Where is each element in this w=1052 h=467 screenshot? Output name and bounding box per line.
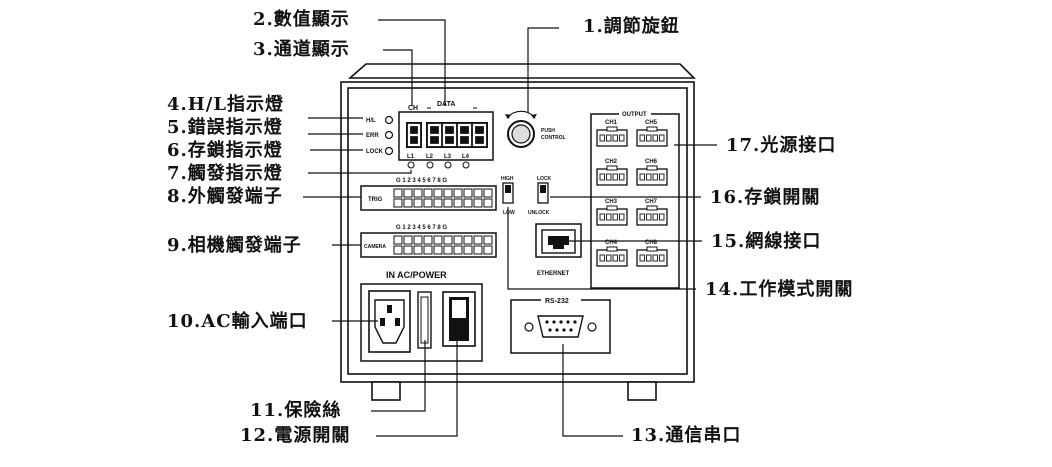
callout-light-output: 17.光源接口 [726,135,837,156]
rs232-port[interactable] [524,315,597,338]
trig-label: TRIG [368,197,383,203]
callout-camera-trigger: 9.相機觸發端子 [167,235,302,256]
callout-power-switch: 12.電源開關 [240,425,351,446]
output-channel-label: CH2 [605,159,618,165]
output-connector[interactable] [596,205,628,226]
ch-label: CH [408,105,418,112]
output-channel-label: CH8 [645,240,658,246]
callout-channel-display: 3.通道顯示 [253,39,350,60]
output-connector[interactable] [596,126,628,147]
hl-led [384,115,394,125]
high-label: HIGH [501,176,514,182]
callout-ethernet: 15.網線接口 [711,231,822,252]
led-l1-label: L1 [407,154,415,160]
trigger-leds: L1 L2 L3 L4 [407,154,470,169]
camera-pin-numbers: G 1 2 3 4 5 6 7 8 G [396,225,447,231]
lock-switch-label: LOCK [537,176,552,182]
callout-fuse: 11.保險絲 [250,400,342,421]
callout-knob: 1.調節旋鈕 [583,16,680,37]
output-label: OUTPUT [622,112,647,118]
output-channel-label: CH7 [645,199,658,205]
callout-trigger-led: 7.觸發指示燈 [167,163,283,184]
data-label: DATA [437,101,455,108]
led-l2-label: L2 [426,154,434,160]
led-l3 [444,161,452,169]
output-channel-label: CH4 [605,240,618,246]
ac-power-label: IN AC/POWER [386,270,447,280]
rs232-group: RS-232 [510,296,611,354]
led-l4-label: L4 [462,154,470,160]
output-channel-label: CH5 [645,120,658,126]
output-channel-label: CH3 [605,199,618,205]
lock-led-label: LOCK [366,149,384,155]
low-label: LOW [503,210,515,216]
trig-terminal: G 1 2 3 4 5 6 7 8 G TRIG [360,178,497,211]
led-l4 [462,161,470,169]
callout-value-display: 2.數值顯示 [253,9,350,30]
lock-switch[interactable]: LOCK UNLOCK [528,176,552,216]
status-leds: H/L ERR LOCK [366,115,394,156]
err-led [384,130,394,140]
callout-ext-trigger: 8.外觸發端子 [167,186,283,207]
output-channel-label: CH1 [605,120,618,126]
callout-lock-switch: 16.存鎖開關 [710,187,821,208]
rs232-label: RS-232 [545,298,569,305]
output-connector[interactable] [636,126,668,147]
camera-terminal: G 1 2 3 4 5 6 7 8 G CAMERA [360,225,497,258]
mode-switch[interactable]: HIGH LOW [501,176,515,216]
callout-err-led: 5.錯誤指示燈 [167,117,283,138]
push-label: PUSH [541,128,555,134]
led-l1 [407,161,415,169]
hl-led-label: H/L [366,118,376,124]
callout-lock-led: 6.存鎖指示燈 [167,140,283,161]
display-module: CH DATA L1 L2 L3 L4 [398,101,494,169]
camera-label: CAMERA [364,244,386,250]
leader-lines [303,19,717,437]
led-l3-label: L3 [444,154,452,160]
callout-mode-switch: 14.工作模式開關 [705,279,854,300]
led-l2 [426,161,434,169]
callout-hl-led: 4.H/L指示燈 [167,94,285,115]
output-connector[interactable] [636,246,668,267]
output-connector[interactable] [636,205,668,226]
unlock-label: UNLOCK [528,210,550,216]
err-led-label: ERR [366,133,379,139]
fuse-holder[interactable] [417,291,432,349]
callout-ac-input: 10.AC輸入端口 [167,311,308,332]
adjust-knob[interactable]: PUSH CONTROL [505,110,566,148]
ethernet-label: ETHERNET [537,271,570,277]
trig-pin-numbers: G 1 2 3 4 5 6 7 8 G [396,178,447,184]
output-channel-label: CH6 [645,159,658,165]
output-connector[interactable] [636,165,668,186]
callout-serial-port: 13.通信串口 [631,425,742,446]
output-connector[interactable] [596,246,628,267]
output-connector[interactable] [596,165,628,186]
lock-led [384,146,394,156]
control-label: CONTROL [541,135,566,141]
digit-segments [407,123,487,147]
